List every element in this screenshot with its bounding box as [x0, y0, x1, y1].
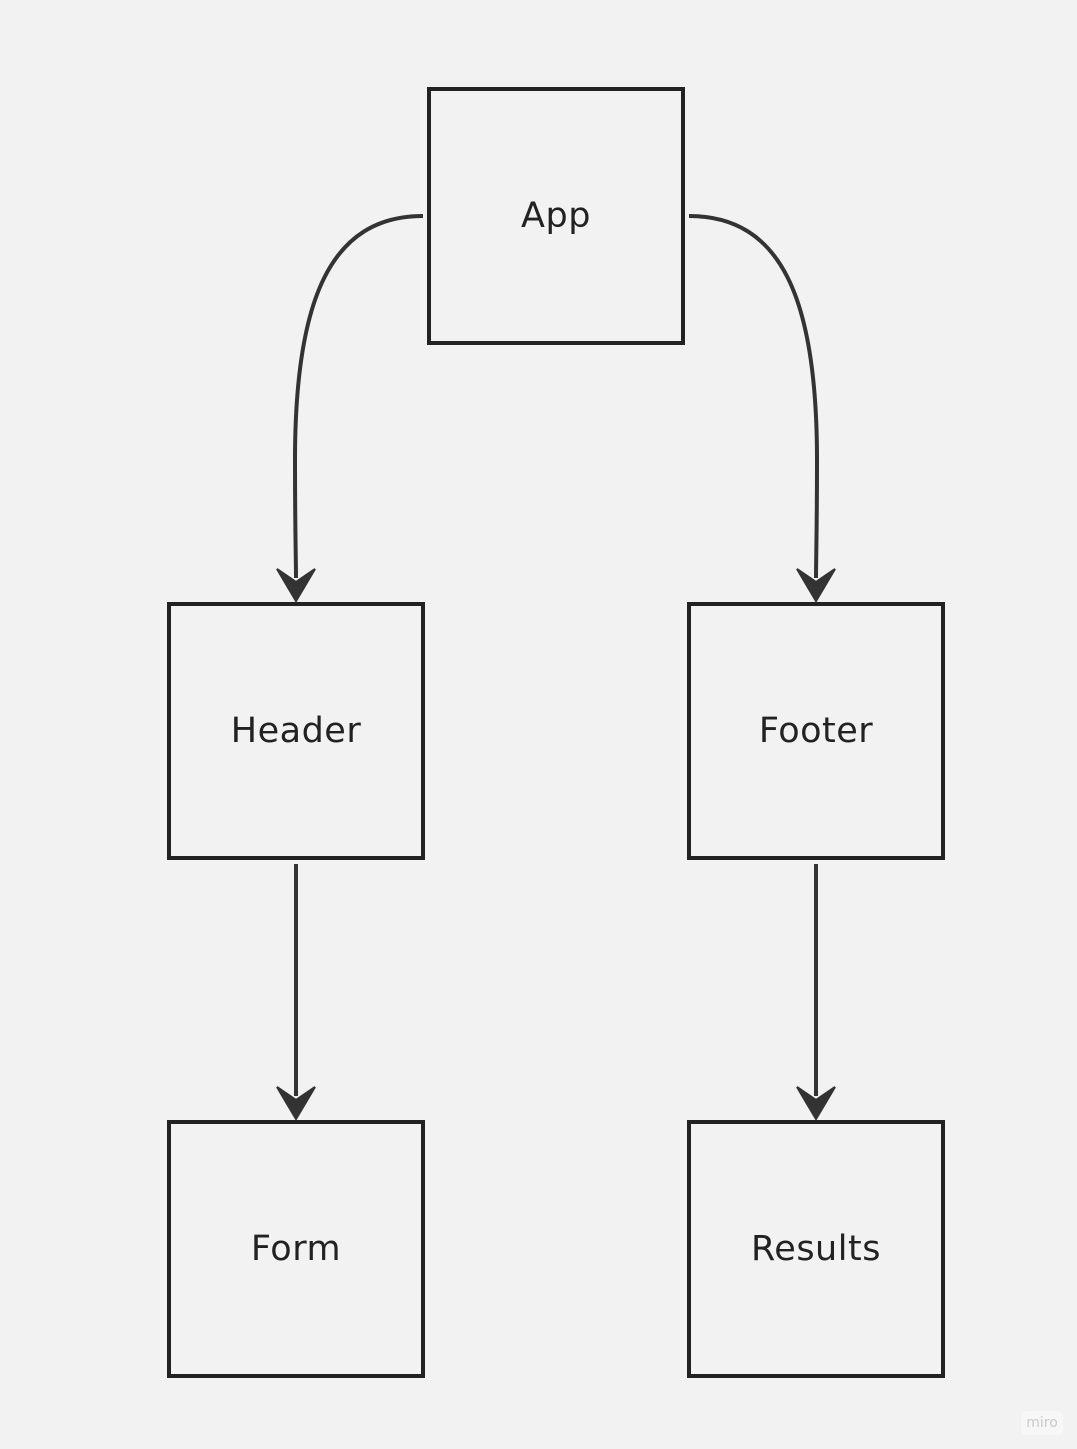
- arrowhead-footer: [796, 568, 836, 603]
- miro-watermark: miro: [1021, 1411, 1063, 1435]
- node-app-label: App: [521, 196, 591, 236]
- watermark-text: miro: [1026, 1415, 1058, 1431]
- node-results[interactable]: Results: [687, 1120, 945, 1378]
- node-footer[interactable]: Footer: [687, 602, 945, 860]
- arrowhead-header: [276, 568, 316, 603]
- node-header[interactable]: Header: [167, 602, 425, 860]
- node-app[interactable]: App: [427, 87, 685, 345]
- node-header-label: Header: [230, 711, 362, 751]
- arrowhead-form: [276, 1086, 316, 1121]
- edge-app-header: [292, 214, 424, 579]
- arrowhead-results: [796, 1086, 836, 1121]
- node-results-label: Results: [751, 1229, 881, 1269]
- node-footer-label: Footer: [758, 711, 874, 751]
- edge-app-footer: [688, 214, 820, 579]
- node-form[interactable]: Form: [167, 1120, 425, 1378]
- node-form-label: Form: [250, 1229, 342, 1269]
